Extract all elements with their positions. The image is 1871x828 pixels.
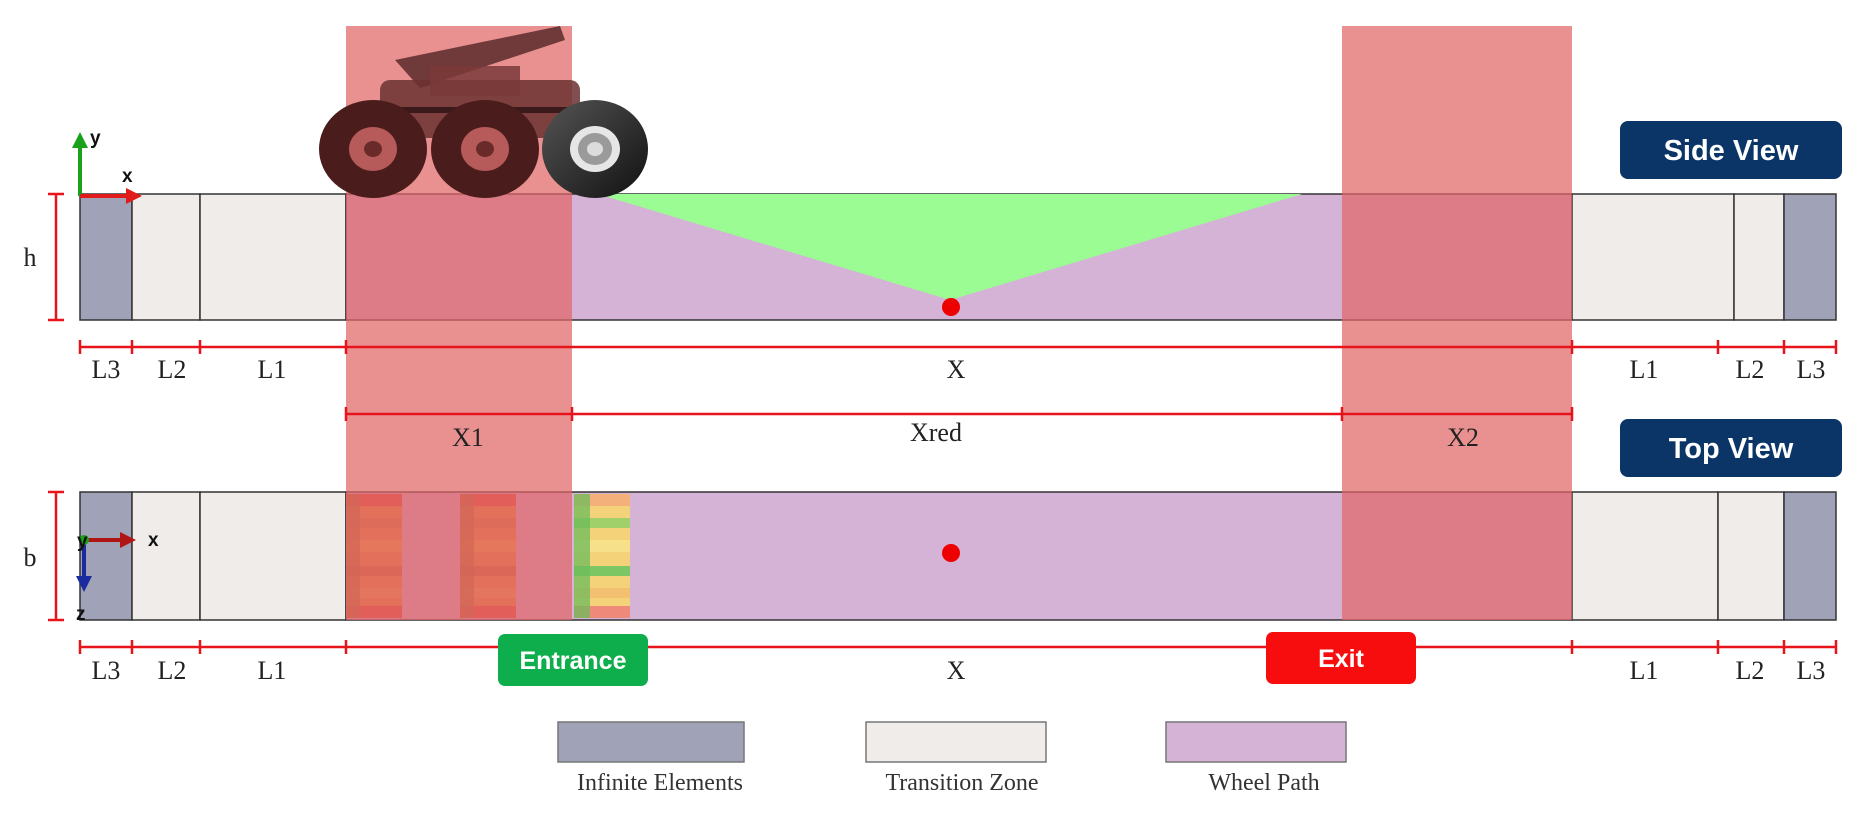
width-label: b (24, 543, 37, 572)
red-zone-dimensions: X1 Xred X2 (344, 407, 1574, 452)
height-dimension: h (24, 192, 64, 322)
legend-item-infinite-elements: Infinite Elements (557, 721, 745, 796)
top-axis-z-label: z (76, 604, 86, 625)
xred-label: Xred (910, 418, 962, 447)
legend-swatch-infinite (557, 721, 745, 763)
side-seg-l2-left: L2 (158, 355, 187, 384)
top-seg-l1-left: L1 (258, 656, 287, 685)
side-axis-x-label: x (122, 166, 133, 187)
x1-label: X1 (452, 423, 484, 452)
legend-label-infinite: Infinite Elements (577, 770, 743, 796)
width-dimension: b (24, 490, 64, 622)
legend-item-wheel-path: Wheel Path (1165, 721, 1347, 796)
top-seg-l1-right: L1 (1630, 656, 1659, 685)
legend-item-transition-zone: Transition Zone (865, 721, 1047, 796)
legend-swatch-wheel-path (1165, 721, 1347, 763)
exit-red-zone (1342, 26, 1572, 620)
side-seg-x: X (947, 355, 966, 384)
top-point-marker (942, 544, 960, 562)
side-view-badge: Side View (1620, 121, 1842, 179)
top-seg-l3-left: L3 (92, 656, 121, 685)
side-view-title: Side View (1664, 135, 1799, 167)
top-transition-zone-l1-right (1571, 491, 1719, 621)
side-infinite-elements-right (1783, 193, 1837, 321)
side-seg-l1-left: L1 (258, 355, 287, 384)
x2-label: X2 (1447, 423, 1479, 452)
top-view (79, 491, 1837, 621)
top-seg-l3-right: L3 (1797, 656, 1826, 685)
side-axis-y-label: y (90, 128, 101, 149)
legend-label-transition: Transition Zone (885, 770, 1038, 796)
side-transition-zone-l1-right (1571, 193, 1735, 321)
legend-label-wheel-path: Wheel Path (1208, 770, 1319, 796)
tire-1 (319, 100, 427, 198)
side-infinite-elements-left (79, 193, 133, 321)
top-transition-zone-l2-left (131, 491, 201, 621)
top-seg-l2-right: L2 (1736, 656, 1765, 685)
tire-3 (542, 100, 648, 198)
top-infinite-elements-right (1783, 491, 1837, 621)
side-transition-zone-l2-right (1733, 193, 1785, 321)
side-view (79, 193, 1837, 321)
top-transition-zone-l2-right (1717, 491, 1785, 621)
top-infinite-elements-left (79, 491, 133, 621)
entrance-label: Entrance (520, 647, 627, 675)
side-point-marker (942, 298, 960, 316)
legend: Infinite Elements Transition Zone Wheel … (557, 721, 1347, 796)
exit-badge: Exit (1266, 632, 1416, 684)
top-seg-l2-left: L2 (158, 656, 187, 685)
tire-2 (431, 100, 539, 198)
side-transition-zone-l2-left (131, 193, 201, 321)
top-axis-x-label: x (148, 530, 159, 551)
side-seg-l2-right: L2 (1736, 355, 1765, 384)
top-seg-x: X (947, 656, 966, 685)
side-seg-l3-right: L3 (1797, 355, 1826, 384)
landing-gear-image (319, 26, 648, 198)
exit-label: Exit (1318, 645, 1365, 673)
top-segment-dimensions: L3 L2 L1 X L1 L2 L3 (78, 640, 1838, 685)
side-seg-l3-left: L3 (92, 355, 121, 384)
side-transition-zone-l1-left (199, 193, 347, 321)
entrance-badge: Entrance (498, 634, 648, 686)
top-transition-zone-l1-left (199, 491, 347, 621)
legend-swatch-transition (865, 721, 1047, 763)
load-spread-zone (598, 194, 1302, 300)
top-view-title: Top View (1669, 433, 1794, 465)
side-segment-dimensions: L3 L2 L1 X L1 L2 L3 (78, 340, 1838, 384)
side-seg-l1-right: L1 (1630, 355, 1659, 384)
top-view-badge: Top View (1620, 419, 1842, 477)
top-axis-y-label: y (77, 531, 88, 552)
side-axes: y x (72, 128, 142, 204)
height-label: h (24, 243, 37, 272)
top-axes: y x z (76, 530, 159, 625)
tire-footprint-3 (574, 494, 630, 618)
